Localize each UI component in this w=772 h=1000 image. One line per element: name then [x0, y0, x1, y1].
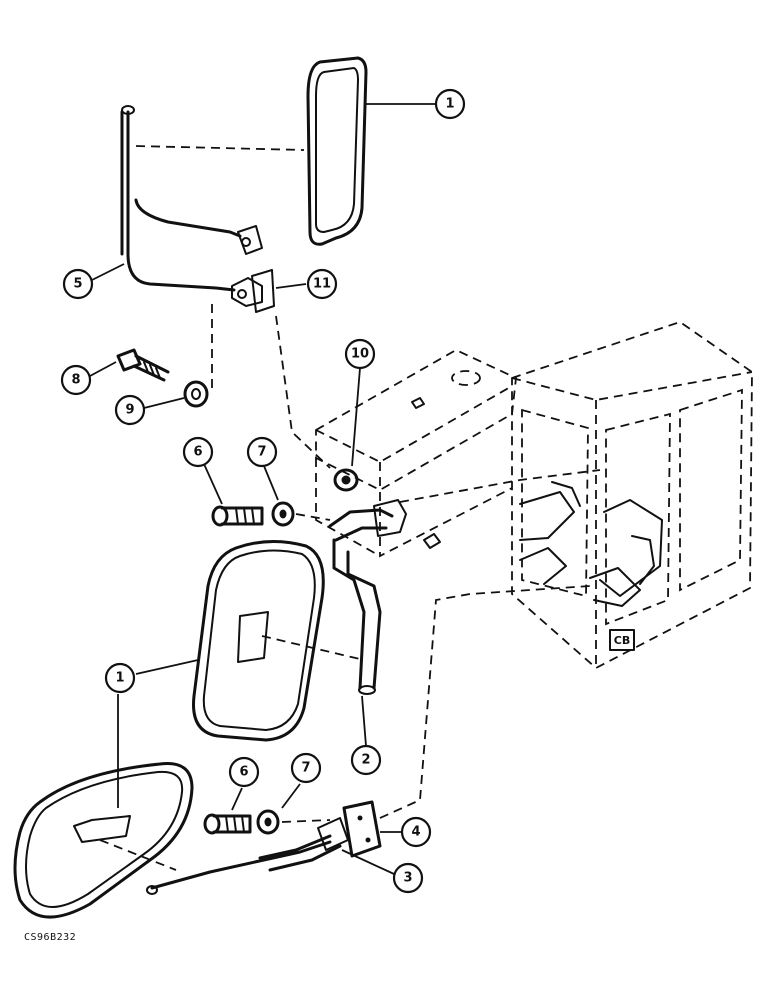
- callout-6-upper: 6: [182, 436, 214, 468]
- svg-text:6: 6: [193, 445, 202, 460]
- top-mirror: [306, 56, 368, 246]
- callout-9: 9: [114, 394, 146, 426]
- washer-upper: [271, 501, 295, 527]
- figure-code: CS96B232: [24, 932, 77, 943]
- callout-6-lower: 6: [228, 756, 260, 788]
- lower-mirror: [13, 762, 194, 919]
- middle-mirror-bracket: [328, 499, 407, 695]
- svg-text:7: 7: [257, 445, 266, 460]
- lower-plate: [342, 800, 382, 858]
- svg-text:8: 8: [71, 373, 80, 388]
- callout-11: 11: [306, 268, 338, 300]
- callout-3: 3: [392, 862, 424, 894]
- bolt-top: [116, 348, 170, 382]
- svg-text:9: 9: [125, 403, 134, 418]
- excavator-cab: CB: [511, 321, 753, 670]
- middle-mirror: [192, 539, 325, 742]
- svg-text:2: 2: [361, 753, 370, 768]
- cab-badge: CB: [614, 634, 630, 647]
- top-mirror-bracket-rod: [120, 105, 275, 313]
- callout-1-middle: 1: [104, 662, 136, 694]
- svg-text:1: 1: [445, 97, 454, 112]
- callout-8: 8: [60, 364, 92, 396]
- svg-text:7: 7: [301, 761, 310, 776]
- callout-4: 4: [400, 816, 432, 848]
- bolt-upper: [211, 505, 264, 527]
- callout-2: 2: [350, 744, 382, 776]
- bolt-lower: [203, 813, 252, 835]
- svg-text:11: 11: [313, 277, 331, 292]
- svg-text:6: 6: [239, 765, 248, 780]
- svg-text:1: 1: [115, 671, 124, 686]
- washer-top: [183, 380, 209, 408]
- svg-text:4: 4: [411, 825, 420, 840]
- callout-1-top: 1: [434, 88, 466, 120]
- callout-10: 10: [344, 338, 376, 370]
- svg-text:10: 10: [351, 347, 369, 362]
- nut-item-10: [333, 468, 359, 492]
- svg-text:5: 5: [73, 277, 82, 292]
- callout-5: 5: [62, 268, 94, 300]
- machine-body: [315, 348, 517, 558]
- callout-7-lower: 7: [290, 752, 322, 784]
- lower-mirror-bracket: [146, 817, 349, 895]
- washer-lower: [256, 809, 280, 835]
- svg-text:3: 3: [403, 871, 412, 886]
- callout-7-upper: 7: [246, 436, 278, 468]
